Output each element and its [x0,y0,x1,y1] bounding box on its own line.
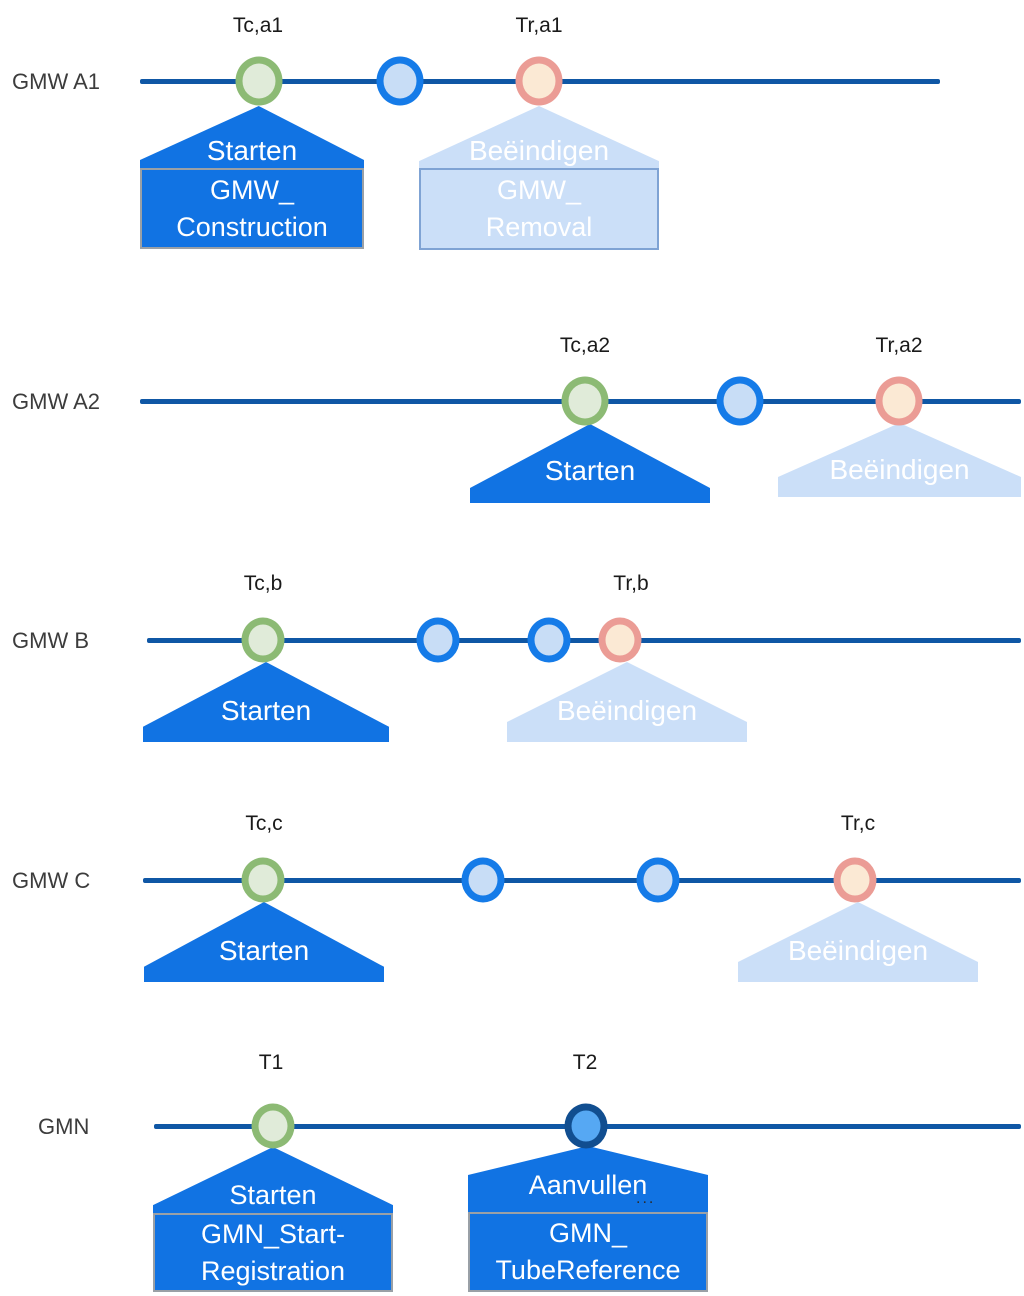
tube-reference-event-icon [564,1103,608,1149]
row-label-gmw-a1: GMW A1 [12,69,101,94]
construction-start-event-icon [241,617,285,663]
callout-title: Starten [220,695,312,726]
time-label-tr-b: Tr,b [613,572,649,595]
time-label-tr-a1: Tr,a1 [515,14,563,37]
intermediate-event-icon [461,857,505,903]
callout-title: Starten [206,135,298,166]
box-line: Removal [485,212,593,242]
callout-starten-gmw-c: Starten [144,902,384,982]
callout-starten-gmn: Starten [153,1147,393,1213]
box-line: GMN_Start- [200,1218,346,1249]
time-label-t2: T2 [572,1051,598,1074]
box-gmn-tubereference: GMN_ TubeReference [468,1212,708,1292]
time-label-tr-a2: Tr,a2 [875,334,923,357]
row-label-gmw-c: GMW C [12,868,91,893]
time-label-tc-c: Tc,c [245,812,283,835]
removal-event-icon [875,376,923,426]
callout-title: Starten [544,455,636,486]
construction-start-event-icon [561,376,609,426]
callout-title: Beëindigen [829,454,970,485]
callout-beeindigen-gmw-b: Beëindigen [507,662,747,742]
removal-event-icon [598,617,642,663]
box-gmw-removal: GMW_ Removal [419,168,659,250]
callout-title: Aanvullen [528,1170,648,1200]
timeline-gmw-b [147,638,1021,643]
intermediate-event-icon [416,617,460,663]
callout-title: Beëindigen [556,695,698,726]
time-label-tc-a2: Tc,a2 [559,334,611,357]
callout-beeindigen-gmw-a1: Beëindigen [419,106,659,168]
callout-starten-gmw-a1: Starten [140,106,364,168]
callout-title: Starten [218,935,310,966]
row-label-gmw-a2: GMW A2 [12,389,101,414]
box-line: Construction [176,211,328,242]
intermediate-event-icon [636,857,680,903]
intermediate-event-icon [716,376,764,426]
row-label-gmn: GMN [38,1114,90,1139]
callout-aanvullen-gmn: Aanvullen [468,1146,708,1212]
callout-title: Starten [229,1180,317,1210]
time-label-tc-b: Tc,b [243,572,283,595]
box-line: TubeReference [495,1255,681,1285]
box-line: GMN_ [548,1218,627,1248]
removal-event-icon [515,56,563,106]
box-line: GMW_ [210,174,294,205]
intermediate-event-icon [376,56,424,106]
ellipsis-label: ... [636,1190,656,1207]
construction-start-event-icon [235,56,283,106]
box-line: GMW_ [497,175,581,205]
timeline-gmw-c [143,878,1021,883]
callout-starten-gmw-a2: Starten [470,424,710,503]
time-label-tr-c: Tr,c [840,812,876,835]
intermediate-event-icon [527,617,571,663]
box-line: Registration [200,1255,346,1286]
box-gmw-construction: GMW_ Construction [140,168,364,249]
box-gmn-start-registration: GMN_Start- Registration [153,1213,393,1292]
callout-beeindigen-gmw-a2: Beëindigen [778,423,1021,497]
row-label-gmw-b: GMW B [12,628,89,653]
callout-title: Beëindigen [787,935,929,966]
callout-starten-gmw-b: Starten [143,662,389,742]
time-label-tc-a1: Tc,a1 [232,14,284,37]
callout-beeindigen-gmw-c: Beëindigen [738,902,978,982]
callout-title: Beëindigen [468,135,610,166]
removal-event-icon [833,857,877,903]
registration-start-event-icon [251,1103,295,1149]
time-label-t1: T1 [258,1051,284,1074]
construction-start-event-icon [241,857,285,903]
